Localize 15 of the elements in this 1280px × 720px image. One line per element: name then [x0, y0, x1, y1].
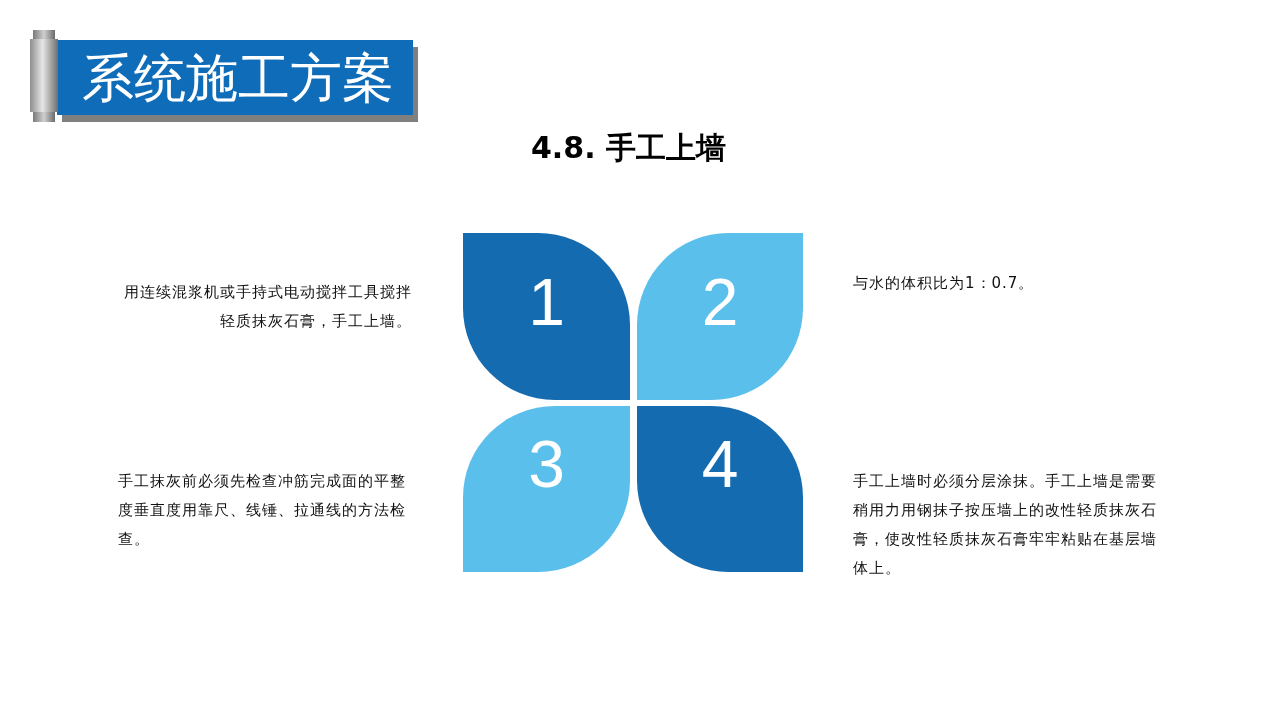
- description-text: 用连续混浆机或手持式电动搅拌工具搅拌轻质抹灰石膏，手工上墙。: [123, 282, 412, 332]
- petal-shape: [463, 406, 630, 572]
- step-number: 1: [528, 269, 565, 335]
- description-text: 与水的体积比为1：0.7。: [853, 273, 1035, 294]
- petal-shape: [637, 406, 803, 572]
- petal-shape: [463, 233, 630, 400]
- title-banner: [57, 40, 418, 122]
- description-text: 手工上墙时必须分层涂抹。手工上墙是需要稍用力用钢抹子按压墙上的改性轻质抹灰石膏，使改性轻质抹灰石膏牢牢粘贴在基层墙体上。: [853, 471, 1158, 579]
- step-number: 4: [701, 431, 739, 497]
- step-number: 3: [528, 431, 565, 497]
- petal-shape: [637, 233, 803, 400]
- step-number: 2: [701, 269, 739, 335]
- banner-title: 系统施工方案: [82, 48, 394, 108]
- description-text: 手工抹灰前必须先检查冲筋完成面的平整度垂直度用靠尺、线锤、拉通线的方法检查。: [118, 471, 407, 550]
- slide-title: 4.8. 手工上墙: [531, 129, 726, 167]
